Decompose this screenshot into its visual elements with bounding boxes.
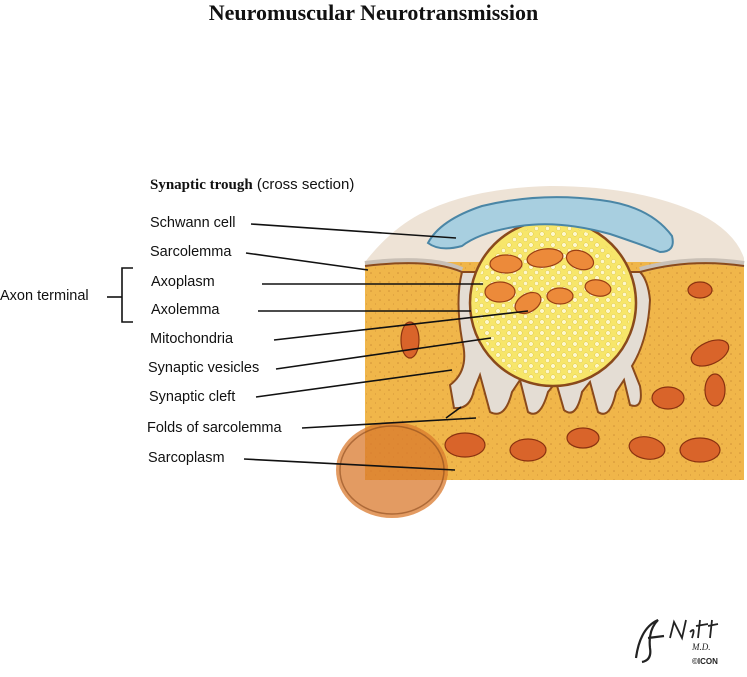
label-sarcoplasm: Sarcoplasm [148, 450, 225, 466]
label-schwann-cell: Schwann cell [150, 215, 236, 231]
label-axolemma: Axolemma [151, 302, 220, 318]
label-sarcolemma: Sarcolemma [150, 244, 232, 260]
group-label-axon-terminal: Axon terminal [0, 288, 89, 304]
subtitle-bold: Synaptic trough [150, 177, 253, 193]
leader-lines [107, 223, 529, 471]
subtitle-rest: (cross section) [252, 176, 355, 193]
label-axoplasm: Axoplasm [151, 274, 215, 290]
svg-text:©ICON: ©ICON [692, 657, 718, 666]
schwann-cell [426, 196, 674, 254]
netter-signature: M.D. ©ICON [634, 618, 719, 666]
label-folds-of-sarcolemma: Folds of sarcolemma [147, 420, 282, 436]
page-title: Neuromuscular Neurotransmission [208, 0, 539, 25]
axon-mitochondria [484, 248, 612, 315]
svg-text:M.D.: M.D. [691, 642, 711, 652]
muscle-nucleus [336, 422, 448, 518]
label-synaptic-cleft: Synaptic cleft [149, 389, 236, 405]
label-synaptic-vesicles: Synaptic vesicles [148, 360, 260, 376]
muscle-mitochondria [400, 281, 730, 463]
label-mitochondria: Mitochondria [150, 331, 234, 347]
subtitle: Synaptic trough (cross section) [150, 176, 354, 194]
